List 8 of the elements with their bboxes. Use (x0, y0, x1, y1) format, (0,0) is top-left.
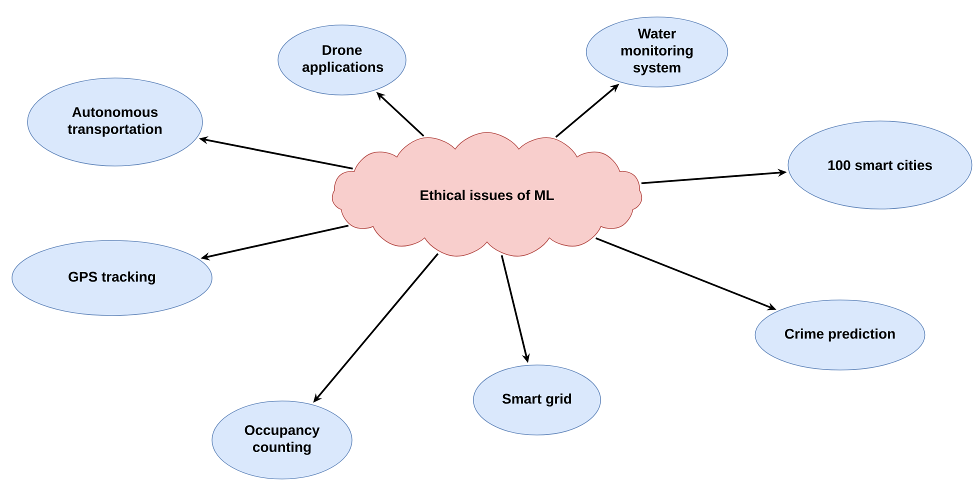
ellipse-node: GPS tracking (12, 240, 212, 316)
ellipse-node: Crime prediction (754, 300, 926, 370)
ellipse-node: 100 smart cities (788, 120, 972, 210)
ellipse-node: Occupancy counting (212, 400, 352, 480)
ellipse-node: Water monitoring system (586, 16, 728, 88)
ellipse-node: Autonomous transportation (27, 78, 203, 166)
ellipse-node: Smart grid (472, 364, 602, 436)
ellipse-node: Drone applications (278, 24, 406, 96)
